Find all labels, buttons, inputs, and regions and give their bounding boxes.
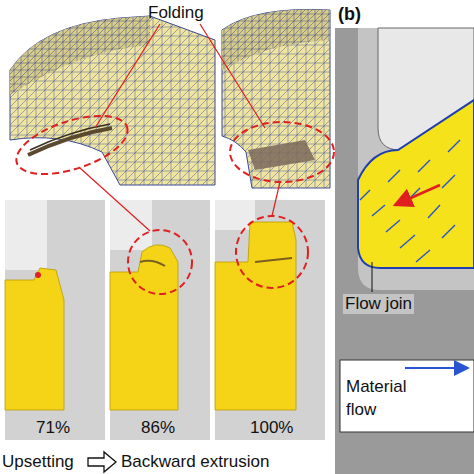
- mesh-model: [222, 9, 330, 188]
- defect-ellipse: [9, 104, 134, 185]
- process-stage: [5, 200, 105, 440]
- process-stage: [110, 200, 210, 440]
- stage-percent: 71%: [36, 418, 70, 438]
- stage-percent: 86%: [141, 418, 175, 438]
- defect-circle: [236, 216, 308, 288]
- process-arrow: [88, 452, 116, 472]
- die-section: [335, 28, 474, 474]
- callout-label: Flow join: [343, 294, 414, 314]
- defect-circle: [128, 230, 192, 294]
- process-step: Upsetting: [2, 452, 74, 472]
- callout-label: Folding: [148, 3, 204, 23]
- process-step: Backward extrusion: [121, 452, 269, 472]
- panel-label: (b): [338, 4, 361, 24]
- leader-line: [80, 168, 150, 231]
- process-stage: [215, 200, 325, 440]
- leader-line: [272, 182, 280, 216]
- stage-percent: 100%: [250, 418, 293, 438]
- legend-label: flow: [346, 400, 376, 420]
- legend-label: Material: [346, 377, 406, 397]
- defect-ellipse: [230, 122, 334, 182]
- mesh-model: [10, 16, 215, 185]
- leader-line: [200, 24, 265, 128]
- leader-line: [95, 24, 160, 128]
